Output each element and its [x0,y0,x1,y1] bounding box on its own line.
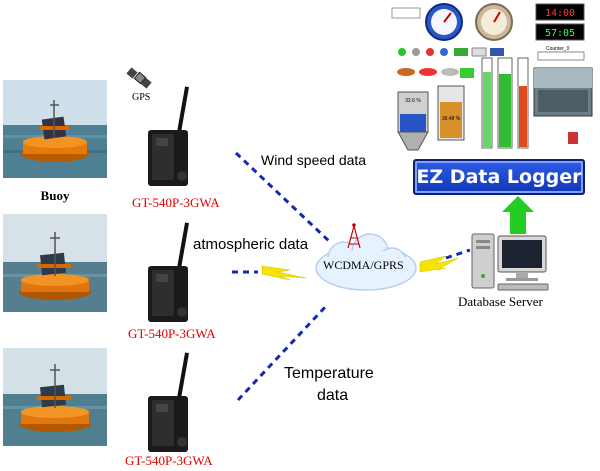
lightning-icon [261,265,307,281]
buoy-photo-2 [3,214,107,312]
temperature-label: Temperature [284,365,374,382]
network-label: WCDMA/GPRS [323,258,404,272]
temperature-label-2: data [317,387,349,404]
wind-speed-label: Wind speed data [261,152,367,168]
cell-tower-icon [347,223,361,249]
database-server-icon [471,233,549,291]
counter-label: Counter_0 [546,46,570,52]
buoy-label: Buoy [40,188,70,203]
gps-satellite-icon [126,67,152,89]
clock-bottom-readout: 57:05 [545,28,575,39]
atmospheric-label: atmospheric data [193,236,309,253]
hmi-dashboard-screenshot: 14:00 57:05 Counter_0 32.6 % 36.48 % [391,3,593,151]
gt-540p-device-3 [148,352,189,452]
gauge-icon [475,3,513,41]
tank2-percent: 36.48 % [442,116,461,122]
buoy-photo-3 [3,348,107,446]
clock-top-readout: 14:00 [545,8,575,19]
gt-540p-device-2 [148,222,189,322]
gt-540p-device-1 [148,86,189,186]
ez-data-logger-bar: EZ Data Logger [413,159,585,195]
device-label-1: GT-540P-3GWA [132,195,220,210]
temperature-data-link [236,302,330,402]
upload-arrow-icon [502,196,534,234]
buoy-photo-1 [3,80,107,178]
gps-label: GPS [132,92,151,103]
database-server-label: Database Server [458,294,543,309]
lightning-icon [419,255,459,273]
wcdma-cloud [315,223,417,291]
device-label-2: GT-540P-3GWA [128,326,216,341]
tank-percent: 32.6 % [405,98,421,104]
server-link [445,248,471,260]
gauge-icon [425,3,463,41]
device-label-3: GT-540P-3GWA [125,453,213,468]
